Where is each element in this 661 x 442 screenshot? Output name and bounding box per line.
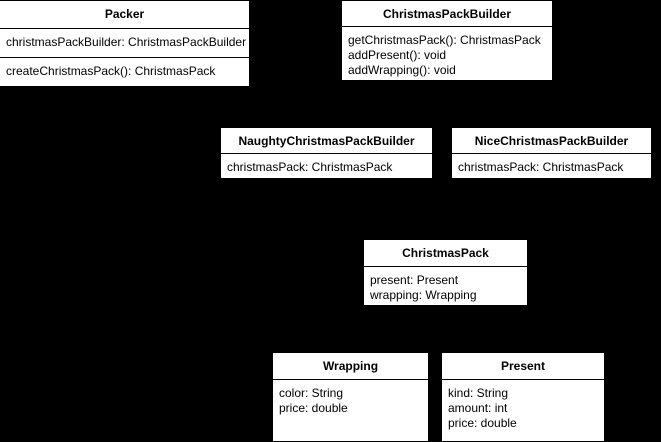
- attribute-item: price: double: [279, 401, 348, 415]
- attributes-compartment-packer: christmasPackBuilder: ChristmasPackBuild…: [0, 29, 249, 58]
- attributes-compartment-christmaspack: present: Present wrapping: Wrapping: [364, 267, 527, 305]
- attributes-compartment-naughtychristmaspackbuilder: christmasPack: ChristmasPack: [221, 154, 432, 178]
- operations-compartment-packer: createChristmasPack(): ChristmasPack: [0, 58, 249, 86]
- uml-class-christmaspack[interactable]: ChristmasPack present: Present wrapping:…: [363, 239, 528, 306]
- operation-item: addWrapping(): void: [348, 63, 456, 77]
- attribute-item: color: String: [279, 386, 344, 400]
- uml-class-nicechristmaspackbuilder[interactable]: NiceChristmasPackBuilder christmasPack: …: [451, 127, 652, 179]
- uml-class-present[interactable]: Present kind: String amount: int price: …: [441, 352, 605, 442]
- attribute-item: amount: int: [448, 401, 508, 415]
- uml-class-christmaspackbuilder[interactable]: ChristmasPackBuilder getChristmasPack():…: [341, 0, 553, 81]
- attribute-item: kind: String: [448, 386, 509, 400]
- class-name-nicechristmaspackbuilder: NiceChristmasPackBuilder: [452, 128, 651, 154]
- attribute-item: price: double: [448, 416, 517, 430]
- uml-class-naughtychristmaspackbuilder[interactable]: NaughtyChristmasPackBuilder christmasPac…: [220, 127, 433, 179]
- attribute-item: christmasPack: ChristmasPack: [227, 160, 393, 174]
- class-name-christmaspack: ChristmasPack: [364, 240, 527, 267]
- operation-item: addPresent(): void: [348, 48, 447, 62]
- class-name-christmaspackbuilder: ChristmasPackBuilder: [342, 1, 552, 27]
- uml-class-packer[interactable]: Packer christmasPackBuilder: ChristmasPa…: [0, 0, 250, 87]
- class-name-packer: Packer: [0, 1, 249, 29]
- attribute-item: wrapping: Wrapping: [370, 288, 477, 302]
- attributes-compartment-nicechristmaspackbuilder: christmasPack: ChristmasPack: [452, 154, 651, 178]
- class-name-naughtychristmaspackbuilder: NaughtyChristmasPackBuilder: [221, 128, 432, 154]
- class-name-present: Present: [442, 353, 604, 380]
- attribute-item: christmasPackBuilder: ChristmasPackBuild…: [6, 35, 247, 49]
- attribute-item: christmasPack: ChristmasPack: [458, 160, 624, 174]
- uml-class-wrapping[interactable]: Wrapping color: String price: double: [272, 352, 429, 442]
- operations-compartment-christmaspackbuilder: getChristmasPack(): ChristmasPack addPre…: [342, 27, 552, 80]
- operation-item: createChristmasPack(): ChristmasPack: [6, 64, 216, 78]
- operation-item: getChristmasPack(): ChristmasPack: [348, 33, 541, 47]
- class-name-wrapping: Wrapping: [273, 353, 428, 380]
- attributes-compartment-present: kind: String amount: int price: double: [442, 380, 604, 441]
- attribute-item: present: Present: [370, 273, 459, 287]
- attributes-compartment-wrapping: color: String price: double: [273, 380, 428, 441]
